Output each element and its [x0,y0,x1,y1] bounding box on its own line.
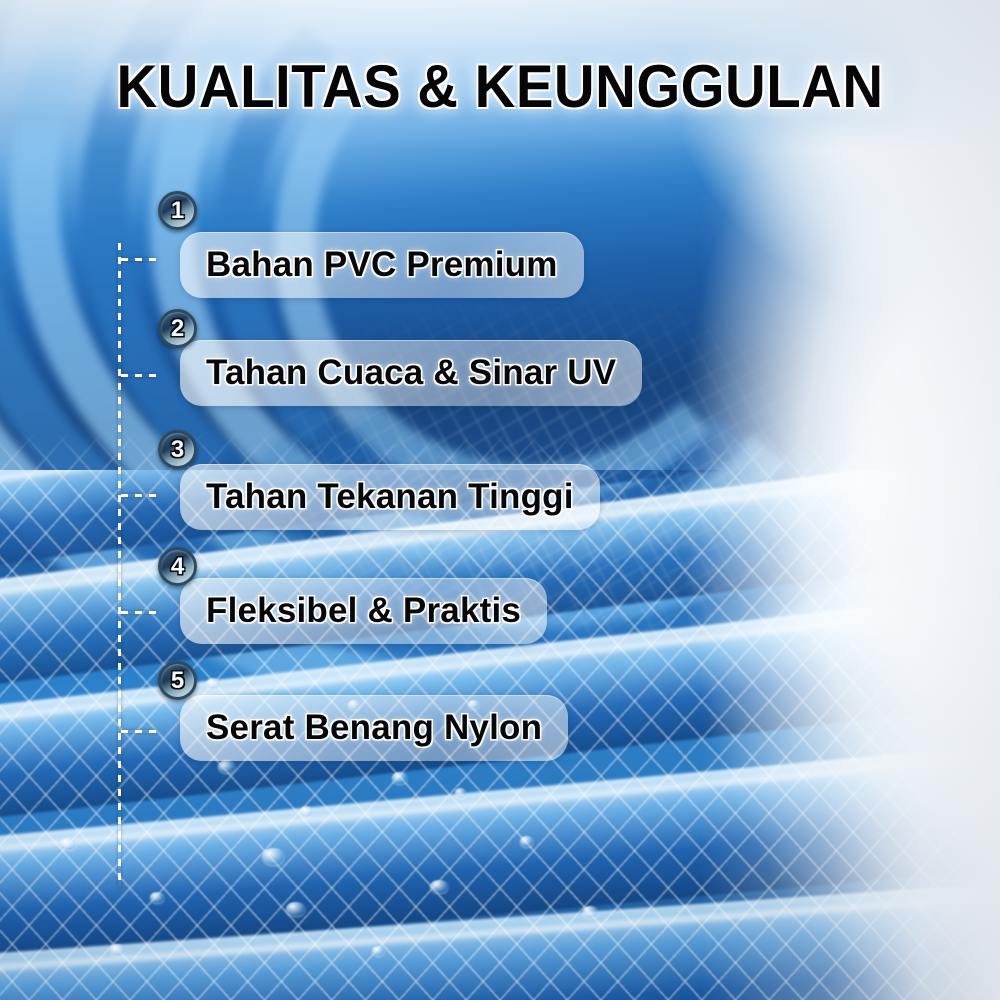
feature-number-badge[interactable]: 3 [158,430,197,469]
page-title: KUALITAS & KEUNGGULAN [116,53,884,120]
feature-label: Serat Benang Nylon [206,708,543,747]
feature-pill[interactable]: Serat Benang Nylon [180,695,569,761]
feature-label: Fleksibel & Praktis [206,591,522,630]
water-droplet [392,772,407,784]
water-droplet [206,678,220,689]
water-droplet [110,944,125,956]
water-droplet [262,848,284,865]
feature-number-badge[interactable]: 4 [158,547,197,586]
background-right-fade [700,0,1000,1000]
water-droplet [520,836,533,847]
water-droplet [372,946,384,956]
timeline-dotted-line-icon [118,243,121,887]
timeline-connector-dotted-icon [121,374,157,377]
feature-number-text: 1 [170,196,185,224]
water-droplet [150,892,164,903]
timeline-connector-dotted-icon [121,611,157,614]
water-droplet [286,902,305,916]
feature-number-text: 5 [170,666,185,694]
water-droplet [430,880,448,893]
feature-number-text: 2 [170,314,185,342]
feature-pill[interactable]: Fleksibel & Praktis [180,578,548,644]
water-droplet [455,788,466,798]
feature-label: Tahan Tekanan Tinggi [206,477,574,516]
timeline-connector-dotted-icon [121,258,157,261]
water-droplet [300,806,313,817]
feature-number-text: 3 [170,435,185,463]
feature-label: Tahan Cuaca & Sinar UV [206,353,617,392]
feature-pill[interactable]: Tahan Tekanan Tinggi [180,464,600,530]
water-droplet [218,760,235,773]
feature-number-badge[interactable]: 5 [158,661,197,700]
feature-label: Bahan PVC Premium [206,245,558,284]
feature-pill[interactable]: Bahan PVC Premium [180,232,584,298]
feature-number-text: 4 [170,552,185,580]
feature-number-badge[interactable]: 2 [158,309,197,348]
feature-number-badge[interactable]: 1 [158,191,197,230]
timeline-connector-dotted-icon [121,730,157,733]
feature-pill[interactable]: Tahan Cuaca & Sinar UV [180,340,643,406]
timeline-connector-dotted-icon [121,494,157,497]
water-droplet [60,838,76,850]
